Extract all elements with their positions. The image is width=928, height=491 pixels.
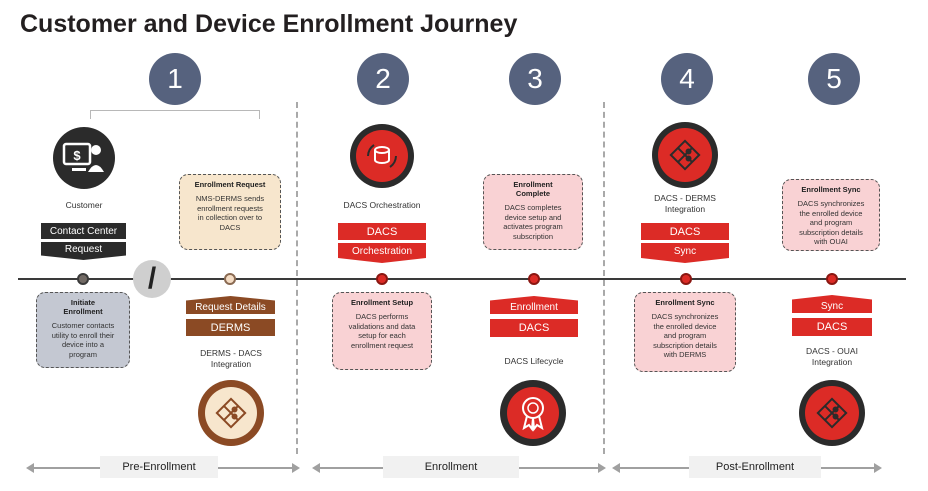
enrollment-setup-card: Enrollment Setup DACS performs validatio… [332,292,432,370]
arrow-right-icon [874,463,882,473]
enrollment-sync-ouai-card: Enrollment Sync DACS synchronizes the en… [782,179,880,251]
page-title: Customer and Device Enrollment Journey [20,10,518,38]
dacs-bar: DACS [641,223,729,240]
timeline-dot [376,273,388,285]
puzzle-icon [198,380,264,446]
enrollment-sync-derms-card: Enrollment Sync DACS synchronizes the en… [634,292,736,372]
initiate-enrollment-card: Initiate Enrollment Customer contacts ut… [36,292,130,368]
card-title: Enrollment Request [194,180,266,189]
card-body: NMS-DERMS sends enrollment requests in c… [195,194,265,232]
timeline-dot [826,273,838,285]
card-body: DACS completes device setup and activate… [503,203,563,241]
customer-payment-icon: $ [53,127,115,189]
enrollment-request-card: Enrollment Request NMS-DERMS sends enrol… [179,174,281,250]
step-2-circle: 2 [357,53,409,105]
step-4-circle: 4 [661,53,713,105]
step-1-circle: 1 [149,53,201,105]
card-title: Initiate Enrollment [63,298,103,316]
svg-text:$: $ [73,148,81,163]
dacs-lifecycle-label: DACS Lifecycle [504,356,564,366]
award-ribbon-icon [500,380,566,446]
derms-dacs-integration-label: DERMS - DACS Integration [200,348,262,369]
enrollment-complete-card: Enrollment Complete DACS completes devic… [483,174,583,250]
dacs-derms-integration-label: DACS - DERMS Integration [654,193,716,214]
request-bar: Request [41,242,126,260]
phase-enrollment: Enrollment [383,456,519,478]
step-3-circle: 3 [509,53,561,105]
derms-bar: DERMS [186,319,275,336]
enrollment-bar: Enrollment [490,296,578,314]
card-body: DACS performs validations and data setup… [348,312,416,350]
step-5-circle: 5 [808,53,860,105]
dacs-bar: DACS [338,223,426,240]
dacs-bar: DACS [490,319,578,337]
phase-post-enrollment: Post-Enrollment [689,456,821,478]
card-title: Enrollment Sync [655,298,715,307]
dacs-orchestration-label: DACS Orchestration [343,200,421,210]
orchestration-icon [350,124,414,188]
card-title: Enrollment Sync [801,185,861,194]
phase-pre-enrollment: Pre-Enrollment [100,456,218,478]
arrow-left-icon [312,463,320,473]
contact-center-bar: Contact Center [41,223,126,239]
arrow-right-icon [292,463,300,473]
card-body: DACS synchronizes the enrolled device an… [651,312,719,359]
card-title: Enrollment Setup [350,298,414,307]
card-title: Enrollment Complete [513,180,553,198]
timeline [18,278,906,280]
card-body: Customer contacts utility to enroll thei… [51,321,115,359]
request-details-bar: Request Details [186,296,275,314]
separator-slash: / [133,260,171,298]
card-body: DACS synchronizes the enrolled device an… [797,199,865,246]
puzzle-icon [799,380,865,446]
timeline-dot [77,273,89,285]
timeline-dot [528,273,540,285]
timeline-dot [224,273,236,285]
arrow-left-icon [26,463,34,473]
dacs-ouai-integration-label: DACS - OUAI Integration [806,346,858,367]
puzzle-icon [652,122,718,188]
orchestration-bar: Orchestration [338,243,426,263]
dacs-bar: DACS [792,318,872,336]
timeline-dot [680,273,692,285]
arrow-right-icon [598,463,606,473]
sync-bar: Sync [641,243,729,263]
step-1-bracket [90,110,260,119]
arrow-left-icon [612,463,620,473]
sync-bar: Sync [792,295,872,313]
customer-label: Customer [65,200,103,210]
